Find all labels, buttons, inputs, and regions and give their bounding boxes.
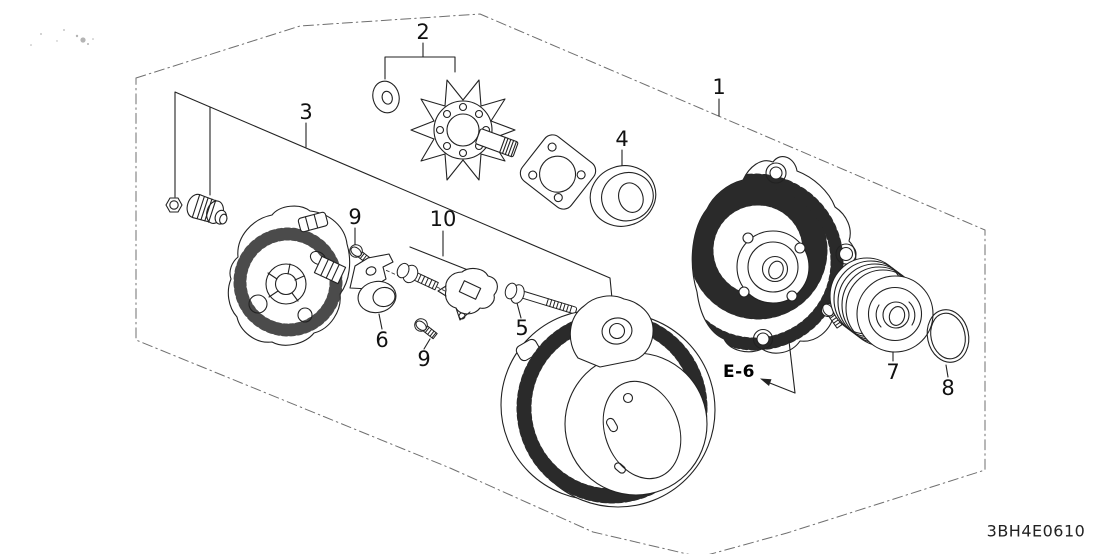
- stator-drum-drawing: [500, 295, 716, 508]
- o-ring-8-drawing: [926, 309, 970, 363]
- front-housing-drawing: [691, 156, 857, 354]
- rear-cover-drawing: [227, 205, 351, 346]
- mount-rubber-6-drawing: [349, 253, 397, 314]
- reference-arrow: [760, 340, 796, 394]
- rotor-2-drawing: [410, 79, 519, 181]
- assembly-boundary-box: [135, 13, 986, 554]
- callout-10: 10: [429, 207, 457, 231]
- callout-9-top: 9: [348, 205, 362, 229]
- callout-5: 5: [515, 316, 529, 340]
- callout-7: 7: [886, 360, 900, 384]
- callout-8: 8: [941, 376, 955, 400]
- diagram-code: 3BH4E0610: [986, 521, 1086, 541]
- connector-10-drawing: [437, 267, 498, 321]
- washer-2-drawing: [372, 80, 400, 114]
- screw-9-lower-drawing: [414, 318, 438, 340]
- callout-leaders: [305, 42, 949, 378]
- callout-4: 4: [615, 127, 629, 151]
- bolt-5-drawing: [504, 282, 578, 315]
- callout-6: 6: [375, 328, 389, 352]
- pulley-7-drawing: [829, 257, 934, 353]
- callout-3: 3: [299, 100, 313, 124]
- callout-9-bottom: 9: [417, 347, 431, 371]
- reference-label-e6: E-6: [723, 362, 755, 382]
- retainer-plate-drawing: [519, 134, 597, 210]
- callout-2: 2: [416, 20, 430, 44]
- stud-bolt-10-drawing: [396, 262, 439, 291]
- print-noise: [30, 29, 94, 46]
- callout-1: 1: [712, 75, 726, 99]
- bearing-4-drawing: [589, 165, 657, 227]
- terminal-nut-drawing: [165, 197, 183, 213]
- terminal-cap-drawing: [186, 193, 228, 225]
- group-3-bracket: [174, 91, 614, 310]
